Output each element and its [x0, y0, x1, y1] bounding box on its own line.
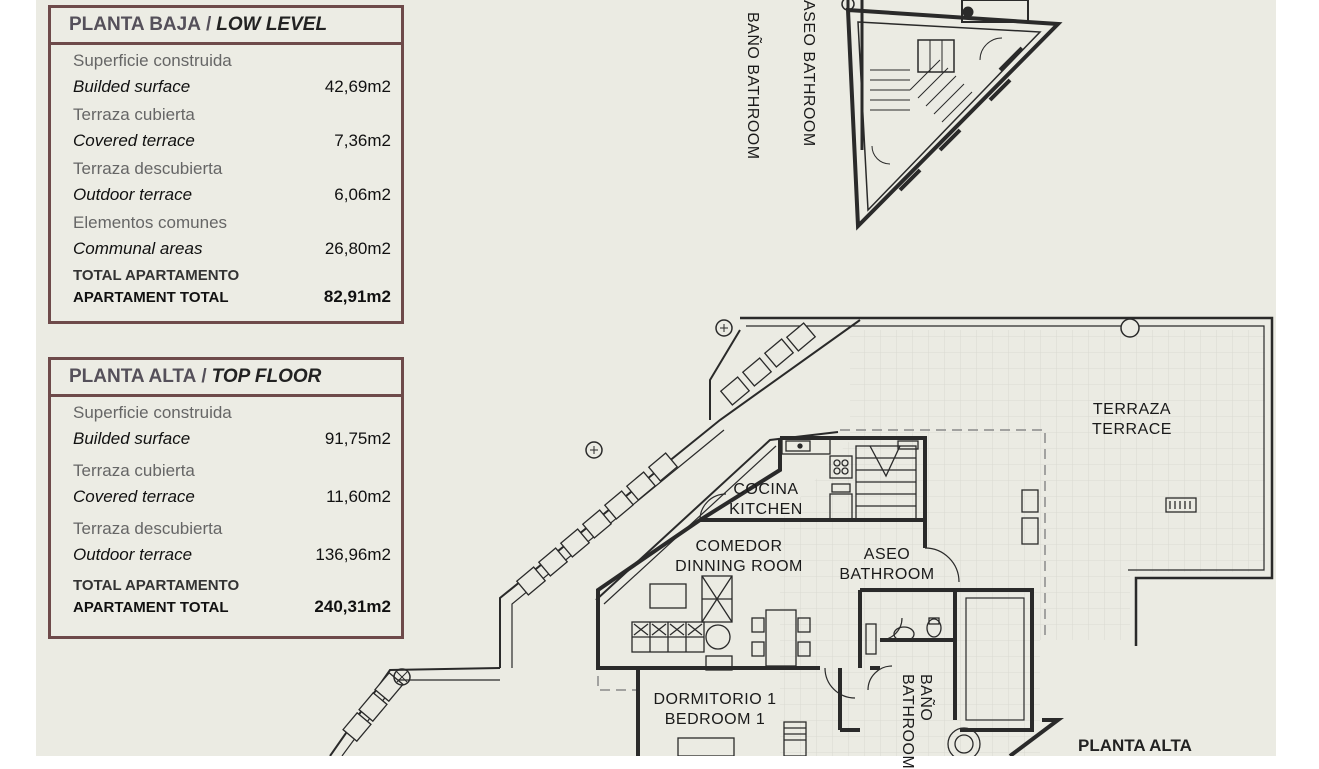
row-value: 7,36m2 [334, 131, 391, 150]
room-label-aseo: ASEO BATHROOM [834, 545, 940, 585]
room-label-terrace: TERRAZA TERRACE [1086, 400, 1178, 440]
room-aseo-es: ASEO [863, 546, 911, 563]
row-label-en: Covered terrace [73, 131, 195, 150]
row-label-es: Terraza cubierta [73, 461, 195, 480]
row-value: 136,96m2 [315, 545, 391, 564]
total-label-es: TOTAL APARTAMENTO [73, 577, 240, 594]
low-level-title-separator: / [205, 14, 212, 35]
low-level-row-communal: Elementos comunes Communal areas 26,80m2 [51, 207, 401, 261]
low-level-row-covered-terrace: Terraza cubierta Covered terrace 7,36m2 [51, 99, 401, 153]
room-bano-en: BATHROOM [899, 674, 916, 769]
top-floor-row-total: TOTAL APARTAMENTO APARTAMENT TOTAL 240,3… [51, 571, 401, 625]
row-label-es: Terraza descubierta [73, 519, 223, 538]
top-floor-header: PLANTA ALTA / TOP FLOOR [51, 360, 401, 397]
row-label-es: Terraza descubierta [73, 159, 223, 178]
row-label-en: Communal areas [73, 239, 203, 258]
top-floor-row-built: Superficie construida Builded surface 91… [51, 397, 401, 455]
room-label-dining: COMEDOR DINNING ROOM [664, 537, 814, 577]
room-kitchen-es: COCINA [733, 481, 799, 498]
low-level-header: PLANTA BAJA / LOW LEVEL [51, 8, 401, 45]
total-label-en: APARTAMENT TOTAL [73, 289, 229, 306]
row-label-es: Terraza cubierta [73, 105, 195, 124]
top-floor-title-en: TOP FLOOR [211, 366, 322, 387]
room-bedroom-en: BEDROOM 1 [664, 711, 766, 728]
row-label-en: Covered terrace [73, 487, 195, 506]
total-label-en: APARTAMENT TOTAL [73, 599, 229, 616]
room-terrace-es: TERRAZA [1092, 401, 1172, 418]
row-value: 6,06m2 [334, 185, 391, 204]
low-level-row-built: Superficie construida Builded surface 42… [51, 45, 401, 99]
top-floor-row-covered-terrace: Terraza cubierta Covered terrace 11,60m2 [51, 455, 401, 513]
top-floor-area-table: PLANTA ALTA / TOP FLOOR Superficie const… [48, 357, 404, 639]
room-label-aseo-top: ASEO BATHROOM [799, 0, 817, 147]
room-terrace-en: TERRACE [1092, 421, 1172, 438]
top-floor-plan [329, 316, 1274, 756]
room-bano-en: BATHROOM [744, 64, 761, 160]
row-label-es: Superficie construida [73, 51, 232, 70]
room-label-kitchen: COCINA KITCHEN [722, 480, 810, 520]
room-aseo-es: ASEO [800, 0, 817, 47]
total-label-es: TOTAL APARTAMENTO [73, 267, 240, 284]
room-dining-en: DINNING ROOM [675, 558, 803, 575]
top-floor-row-outdoor-terrace: Terraza descubierta Outdoor terrace 136,… [51, 513, 401, 571]
room-kitchen-en: KITCHEN [729, 501, 803, 518]
row-value: 26,80m2 [324, 239, 391, 258]
low-level-row-total: TOTAL APARTAMENTO APARTAMENT TOTAL 82,91… [51, 261, 401, 315]
row-value: 91,75m2 [324, 429, 391, 448]
total-value: 240,31m2 [314, 597, 391, 616]
top-floor-title-es: PLANTA ALTA [69, 366, 197, 387]
row-label-en: Outdoor terrace [73, 545, 193, 564]
low-level-title-es: PLANTA BAJA [69, 14, 201, 35]
room-label-bedroom: DORMITORIO 1 BEDROOM 1 [648, 690, 782, 730]
low-level-area-table: PLANTA BAJA / LOW LEVEL Superficie const… [48, 5, 404, 324]
room-label-bano: BAÑO BATHROOM [898, 674, 934, 769]
row-label-en: Builded surface [73, 77, 191, 96]
top-floor-title-separator: / [201, 366, 207, 387]
room-bano-es: BAÑO [744, 12, 761, 60]
plan-title: PLANTA ALTA [1078, 736, 1192, 755]
low-level-row-outdoor-terrace: Terraza descubierta Outdoor terrace 6,06… [51, 153, 401, 207]
room-label-bano-top: BAÑO BATHROOM [743, 12, 761, 160]
row-label-en: Outdoor terrace [73, 185, 193, 204]
room-bedroom-es: DORMITORIO 1 [653, 691, 777, 708]
room-aseo-en: BATHROOM [800, 51, 817, 147]
room-dining-es: COMEDOR [695, 538, 783, 555]
room-aseo-en: BATHROOM [839, 566, 935, 583]
low-level-plan [841, 0, 1063, 231]
row-label-en: Builded surface [73, 429, 191, 448]
room-bano-es: BAÑO [917, 674, 934, 722]
row-value: 42,69m2 [324, 77, 391, 96]
row-label-es: Superficie construida [73, 403, 232, 422]
low-level-title-en: LOW LEVEL [216, 14, 328, 35]
row-value: 11,60m2 [326, 487, 391, 506]
total-value: 82,91m2 [323, 287, 391, 306]
row-label-es: Elementos comunes [73, 213, 228, 232]
